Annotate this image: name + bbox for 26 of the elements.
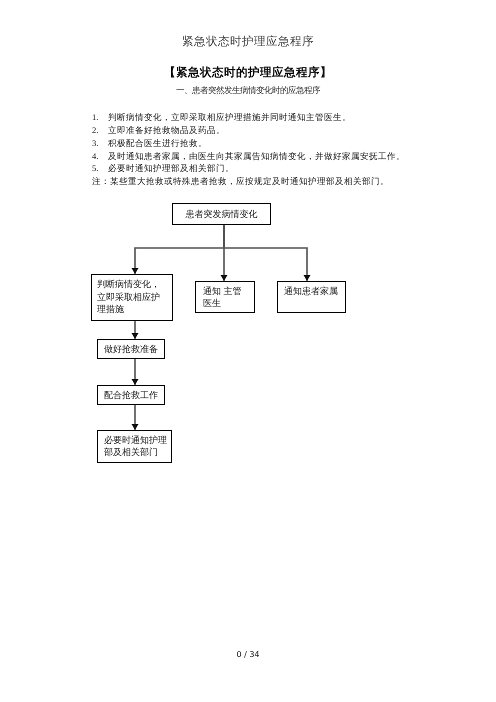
list-item: 必要时通知护理部及相关部门。 — [108, 163, 234, 175]
list-number: 5. — [92, 163, 98, 175]
list-item: 立即准备好抢救物品及药品。 — [108, 125, 225, 137]
list-item: 积极配合医生进行抢救。 — [108, 138, 207, 150]
arrow — [132, 359, 138, 385]
process-box: 必要时通知护理部及相关部门 — [97, 430, 172, 463]
subheading: 一、患者突然发生病情变化时的应急程序 — [176, 86, 320, 96]
process-box: 做好抢救准备 — [97, 339, 165, 359]
list-number: 3. — [92, 138, 98, 150]
arrow — [132, 405, 138, 430]
arrow — [132, 321, 138, 339]
list-item: 判断病情变化，立即采取相应护理措施并同时通知主管医生。 — [108, 112, 351, 124]
process-box: 通知患者家属 — [277, 281, 346, 313]
list-number: 1. — [92, 112, 98, 124]
note: 注：某些重大抢救或特殊患者抢救，应按规定及时通知护理部及相关部门。 — [92, 176, 389, 188]
page-number: 0 / 34 — [236, 650, 260, 660]
process-box: 通知 主管医生 — [195, 281, 255, 313]
page-header: 紧急状态时护理应急程序 — [182, 34, 314, 50]
list-number: 4. — [92, 151, 98, 163]
process-box: 患者突发病情变化 — [172, 203, 271, 225]
list-item: 及时通知患者家属，由医生向其家属告知病情变化，并做好家属安抚工作。 — [108, 151, 405, 163]
list-number: 2. — [92, 125, 98, 137]
process-box: 配合抢救工作 — [97, 385, 165, 405]
process-box: 判断病情变化，立即采取相应护理措施 — [91, 274, 173, 321]
arrow — [223, 225, 310, 281]
heading: 【紧急状态时的护理应急程序】 — [164, 66, 332, 80]
